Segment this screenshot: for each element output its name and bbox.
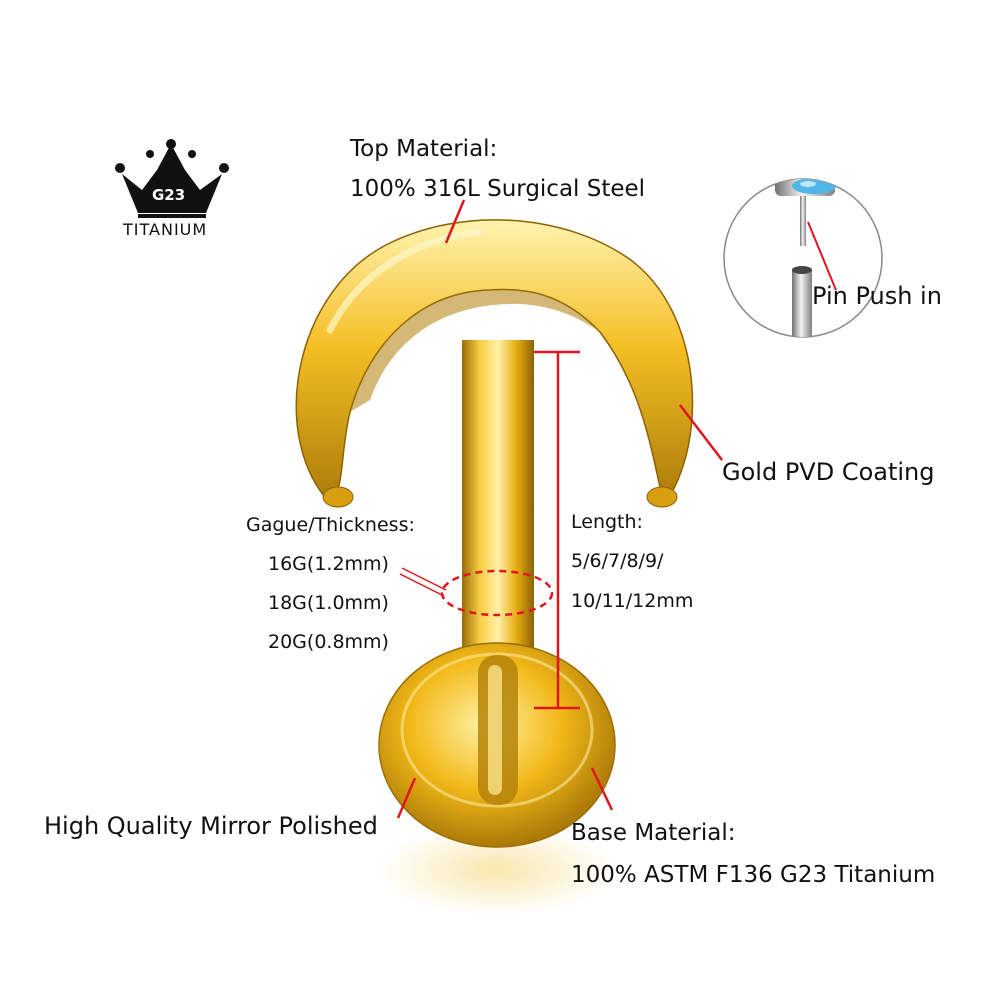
length-title: Length: <box>571 511 643 533</box>
crescent-inner-shade <box>350 289 600 412</box>
gold-coating-pointer <box>679 404 723 461</box>
mirror-polish-pointer <box>396 777 417 819</box>
base-material-title: Base Material: <box>571 820 736 846</box>
top-material-title: Top Material: <box>350 136 498 162</box>
length-options-line2: 10/11/12mm <box>571 590 694 612</box>
gauge-option-18g: 18G(1.0mm) <box>268 592 389 614</box>
mirror-polished-label: High Quality Mirror Polished <box>44 812 378 840</box>
reflection-glow <box>377 825 617 915</box>
logo-word: TITANIUM <box>123 220 208 239</box>
gauge-option-20g: 20G(0.8mm) <box>268 631 389 653</box>
gauge-indicator <box>440 569 554 617</box>
length-options-line1: 5/6/7/8/9/ <box>571 550 664 572</box>
gauge-title: Gague/Thickness: <box>246 514 415 536</box>
gauge-option-16g: 16G(1.2mm) <box>268 553 389 575</box>
crown-logo-icon <box>115 139 229 218</box>
top-material-value: 100% 316L Surgical Steel <box>350 176 646 202</box>
pin-detail-inset <box>723 178 883 338</box>
gold-coating-label: Gold PVD Coating <box>722 458 935 486</box>
base-material-pointer <box>590 767 614 811</box>
top-material-pointer <box>444 199 466 244</box>
pin-push-label: Pin Push in <box>812 282 942 310</box>
logo-badge: G23 <box>152 186 186 204</box>
base-material-value: 100% ASTM F136 G23 Titanium <box>571 862 936 888</box>
